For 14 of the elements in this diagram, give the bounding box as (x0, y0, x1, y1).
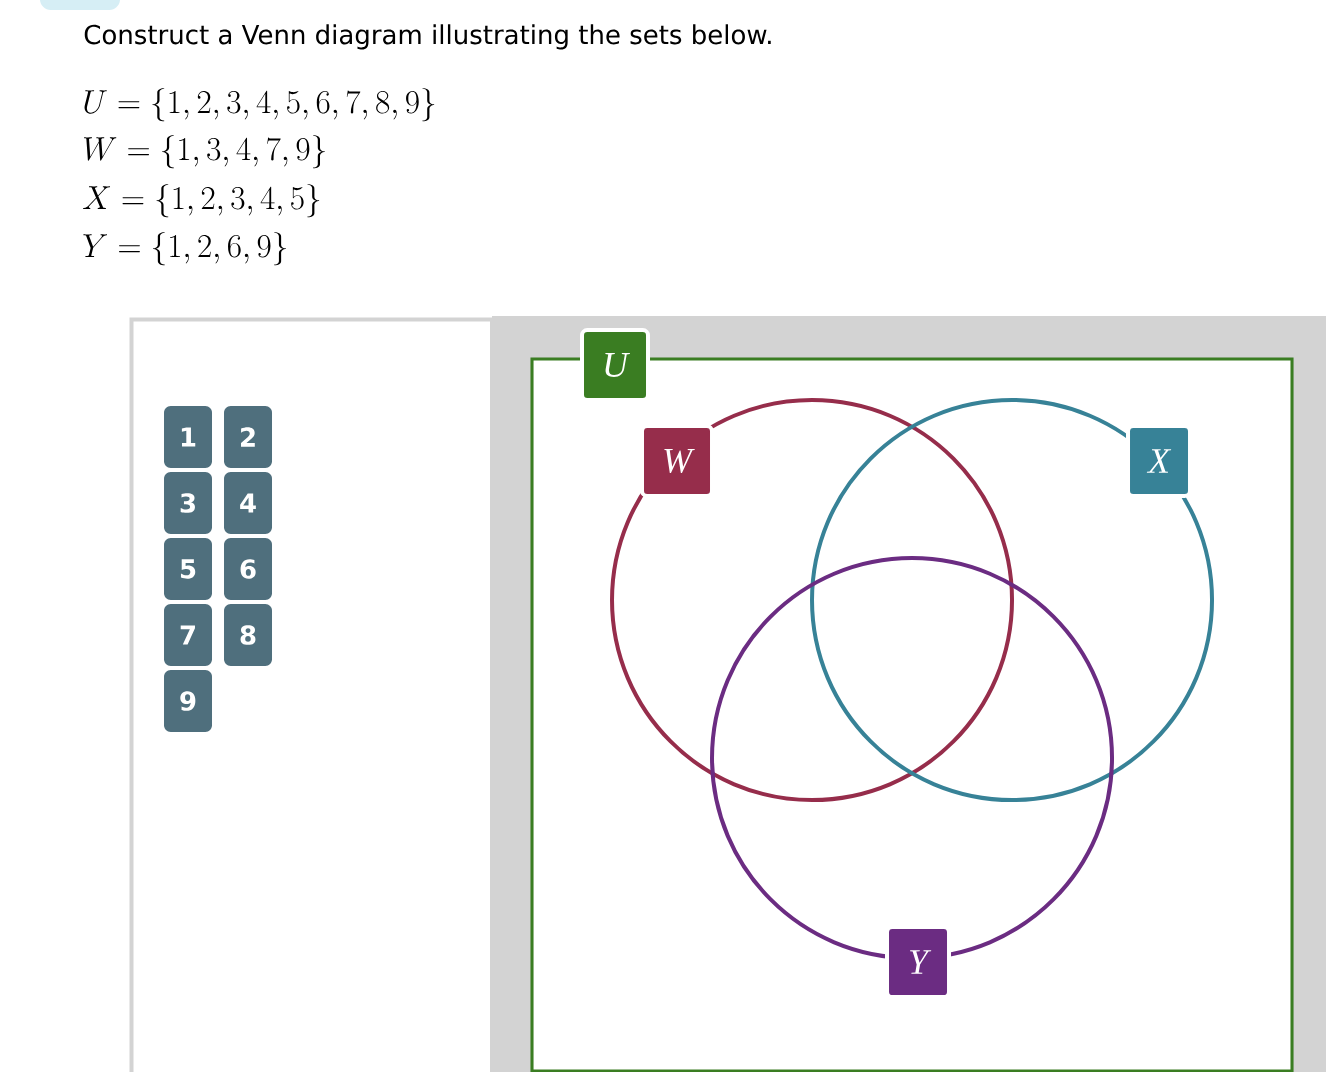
number-tile: 5 (164, 538, 212, 600)
number-tile: 7 (164, 604, 212, 666)
number-tile: 2 (224, 406, 272, 468)
set-definition: $W=\{1, 3, 4, 7, 9\}$ (84, 135, 325, 169)
number-tile: 6 (224, 538, 272, 600)
number-tile: 3 (164, 472, 212, 534)
set-definition: $U=\{1, 2, 3, 4, 5, 6, 7, 8, 9\}$ (84, 88, 435, 122)
number-tile: 1 (164, 406, 212, 468)
number-tile: 8 (224, 604, 272, 666)
set-definition: $X=\{1, 2, 3, 4, 5\}$ (83, 184, 320, 218)
set-definition: $Y=\{1, 2, 6, 9\}$ (83, 232, 286, 266)
number-tile: 9 (164, 670, 212, 732)
number-tile: 4 (224, 472, 272, 534)
instruction-text: Construct a Venn diagram illustrating the sets below. (84, 24, 771, 50)
